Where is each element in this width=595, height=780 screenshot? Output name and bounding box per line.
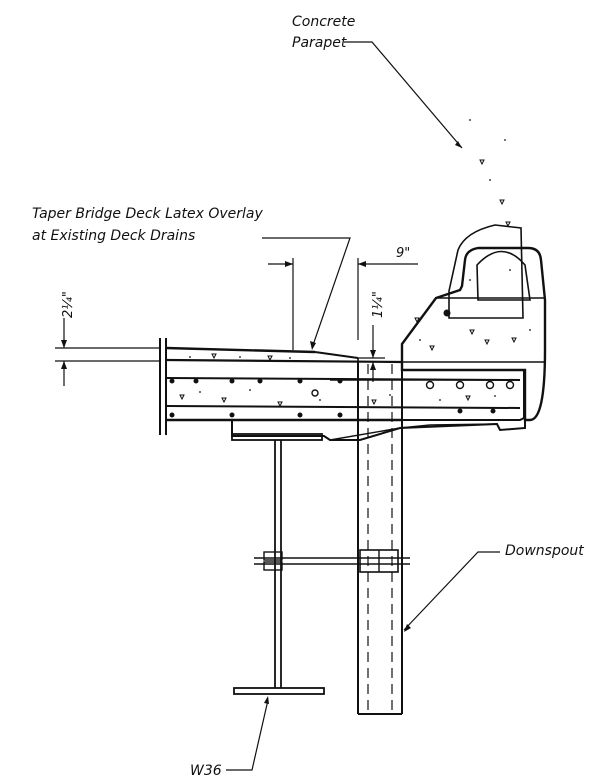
pipe-bracket-connection [254, 549, 410, 573]
label-w36: W36 [190, 696, 269, 779]
label-downspout: Downspout [403, 543, 584, 632]
label-concrete-parapet: Concrete Parapet [292, 14, 463, 149]
concrete-parapet [400, 224, 547, 422]
dimension-9-inch: 9" [268, 246, 418, 350]
dimension-2-quarter-inch: 2¼" [55, 291, 160, 386]
taper-note-line1: Taper Bridge Deck Latex Overlay [32, 206, 263, 222]
bridge-deck-slab [159, 119, 531, 441]
dim-label-1-quarter: 1¼" [371, 291, 386, 318]
w36-label: W36 [190, 763, 222, 779]
label-taper-overlay: Taper Bridge Deck Latex Overlay at Exist… [32, 206, 351, 350]
taper-note-line2: at Existing Deck Drains [32, 228, 195, 244]
dimension-1-quarter-inch: 1¼" [358, 291, 386, 382]
parapet-label-line2: Parapet [292, 35, 347, 51]
dim-label-2-quarter: 2¼" [61, 291, 76, 318]
downspout-pipe [357, 362, 403, 715]
downspout-label: Downspout [505, 543, 584, 559]
dim-label-9: 9" [396, 246, 410, 261]
parapet-label-line1: Concrete [292, 14, 355, 30]
